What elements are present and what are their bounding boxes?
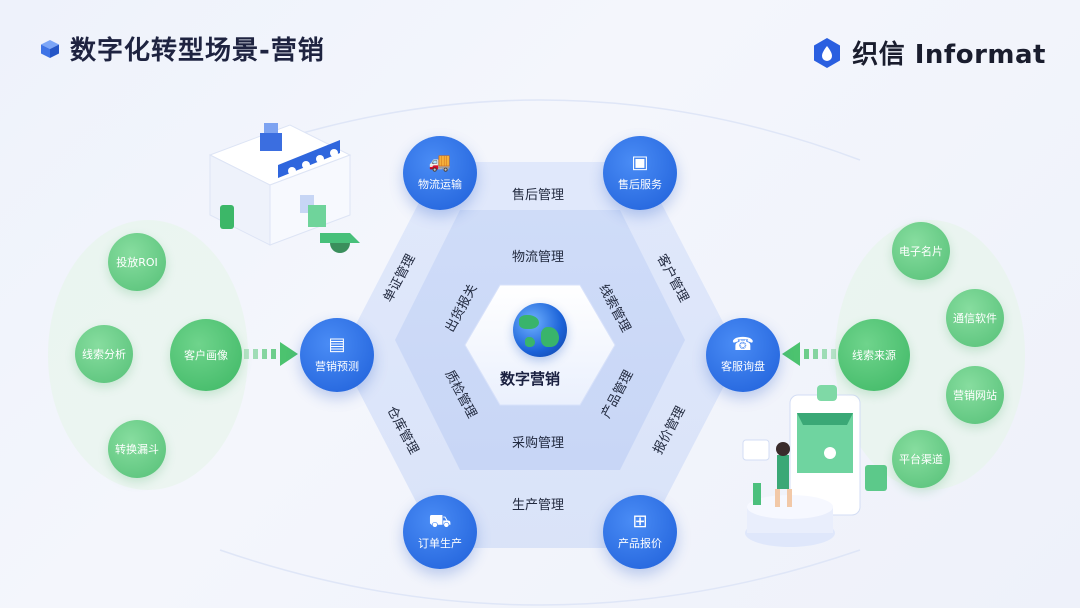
node-label: 客户画像 [184,349,228,362]
node-logistics[interactable]: 🚚 物流运输 [403,136,477,210]
brand-logo: 织信 Informat [812,34,1046,71]
node-label: 营销预测 [315,360,359,373]
globe-icon [513,303,567,357]
node-label: 平台渠道 [899,453,943,466]
headset-icon: ☎ [731,334,755,355]
right-item-website[interactable]: 营销网站 [946,366,1004,424]
outer-label-bottom: 生产管理 [512,498,565,513]
left-item-lead-analysis[interactable]: 线索分析 [75,325,133,383]
brand-mark-icon [814,37,841,68]
node-label: 转换漏斗 [115,443,159,456]
shopping-illustration [742,385,887,547]
center-label: 数字营销 [500,370,561,388]
node-label: 物流运输 [418,178,462,191]
decor-curve [219,99,861,161]
document-icon: ▤ [328,334,346,355]
node-after-sales[interactable]: ▣ 售后服务 [603,136,677,210]
shou-badge-icon: ▣ [631,152,649,173]
node-label: 客服询盘 [721,360,765,373]
outer-label-top: 售后管理 [512,188,565,203]
brand-name: 织信 Informat [852,40,1046,70]
hand-truck-icon: ⛟ [428,511,452,532]
node-label: 订单生产 [418,537,462,550]
right-item-messaging[interactable]: 通信软件 [946,289,1004,347]
node-order-production[interactable]: ⛟ 订单生产 [403,495,477,569]
inner-label-top: 物流管理 [512,250,565,265]
left-item-conversion-funnel[interactable]: 转换漏斗 [108,420,166,478]
inner-label-bottom: 采购管理 [512,436,565,451]
grid-icon: ⊞ [632,511,648,532]
truck-icon: 🚚 [428,152,452,173]
factory-illustration [208,123,360,253]
right-item-platform[interactable]: 平台渠道 [892,430,950,488]
node-customer-service[interactable]: ☎ 客服询盘 [706,318,780,392]
right-hub-lead-source[interactable]: 线索来源 [838,319,910,391]
left-arrow [244,342,298,366]
node-label: 线索分析 [82,348,126,361]
node-label: 产品报价 [618,537,662,550]
node-label: 通信软件 [953,312,997,325]
page-header: 数字化转型场景-营销 [40,30,325,67]
left-cluster-halo [48,220,248,490]
right-arrow [782,342,836,366]
node-marketing-forecast[interactable]: ▤ 营销预测 [300,318,374,392]
page-title: 数字化转型场景-营销 [70,36,325,66]
decor-curve [219,549,861,606]
node-label: 营销网站 [953,389,997,402]
cube-icon [41,39,59,58]
right-item-e-card[interactable]: 电子名片 [892,222,950,280]
node-label: 投放ROI [116,256,158,269]
node-label: 售后服务 [618,178,662,191]
left-hub-customer-profile[interactable]: 客户画像 [170,319,242,391]
node-label: 线索来源 [852,349,896,362]
left-item-roi[interactable]: 投放ROI [108,233,166,291]
node-product-quote[interactable]: ⊞ 产品报价 [603,495,677,569]
node-label: 电子名片 [899,245,943,258]
